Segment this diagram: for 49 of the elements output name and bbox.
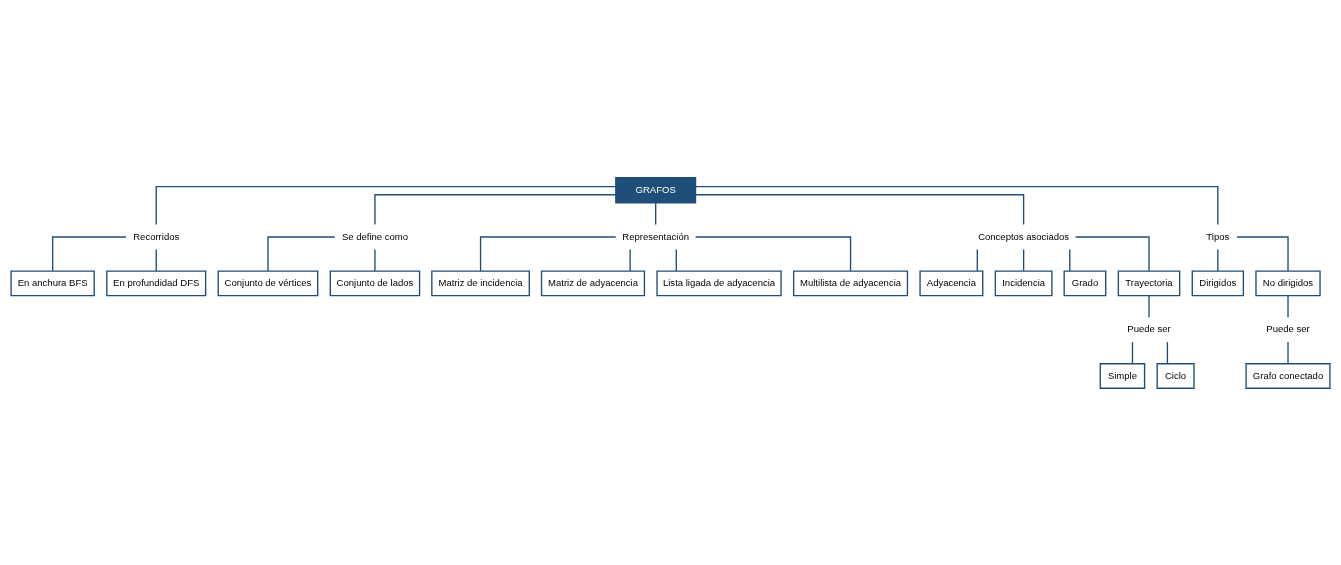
connector bbox=[155, 248, 157, 272]
node-box: GRAFOS bbox=[615, 176, 697, 204]
connector bbox=[675, 248, 677, 272]
node-box: En profundidad DFS bbox=[106, 269, 207, 296]
connector bbox=[1131, 340, 1134, 364]
node-text: Representación bbox=[622, 230, 690, 242]
connector bbox=[479, 235, 617, 272]
node-text: Tipos bbox=[1206, 230, 1230, 242]
node-box: En anchura BFS bbox=[10, 269, 95, 296]
node-box: Conjunto de lados bbox=[329, 269, 421, 296]
node-text: Recorridos bbox=[133, 230, 180, 242]
connector bbox=[1074, 235, 1150, 272]
node-box: Grafo conectado bbox=[1245, 362, 1331, 389]
connector bbox=[1166, 340, 1169, 364]
node-box: Adyacencia bbox=[919, 269, 984, 296]
node-box: Conjunto de vértices bbox=[217, 269, 319, 296]
connector bbox=[1069, 248, 1071, 272]
connector bbox=[694, 193, 1025, 225]
connector bbox=[374, 248, 376, 272]
connector bbox=[374, 193, 617, 225]
node-box: Ciclo bbox=[1156, 362, 1195, 389]
node-box: Incidencia bbox=[994, 269, 1053, 296]
node-box: Multilista de adyacencia bbox=[793, 269, 909, 296]
connector bbox=[155, 185, 617, 225]
connector bbox=[976, 248, 978, 272]
connector bbox=[1217, 248, 1219, 272]
connector bbox=[694, 235, 852, 272]
node-box: Dirigidos bbox=[1191, 269, 1245, 296]
node-box: Trayectoria bbox=[1117, 269, 1181, 296]
connector bbox=[267, 235, 336, 272]
connector bbox=[629, 248, 631, 272]
connector bbox=[1287, 294, 1289, 318]
node-box: Matriz de incidencia bbox=[431, 269, 530, 296]
node-box: Grado bbox=[1063, 269, 1107, 296]
connector bbox=[1287, 340, 1289, 364]
node-text: Se define como bbox=[341, 230, 409, 242]
node-box: No dirigidos bbox=[1255, 269, 1321, 296]
connector bbox=[1022, 248, 1025, 272]
connector bbox=[655, 201, 657, 225]
node-text: Conceptos asociados bbox=[978, 230, 1070, 242]
node-box: Lista ligada de adyacencia bbox=[656, 269, 782, 296]
node-box: Simple bbox=[1099, 362, 1146, 389]
connector bbox=[695, 185, 1219, 225]
node-box: Matriz de adyacencia bbox=[540, 269, 646, 296]
connector bbox=[51, 235, 127, 272]
connector bbox=[1148, 294, 1150, 318]
node-text: Puede ser bbox=[1266, 322, 1310, 334]
node-text: Puede ser bbox=[1127, 322, 1171, 334]
connector bbox=[1236, 235, 1289, 272]
